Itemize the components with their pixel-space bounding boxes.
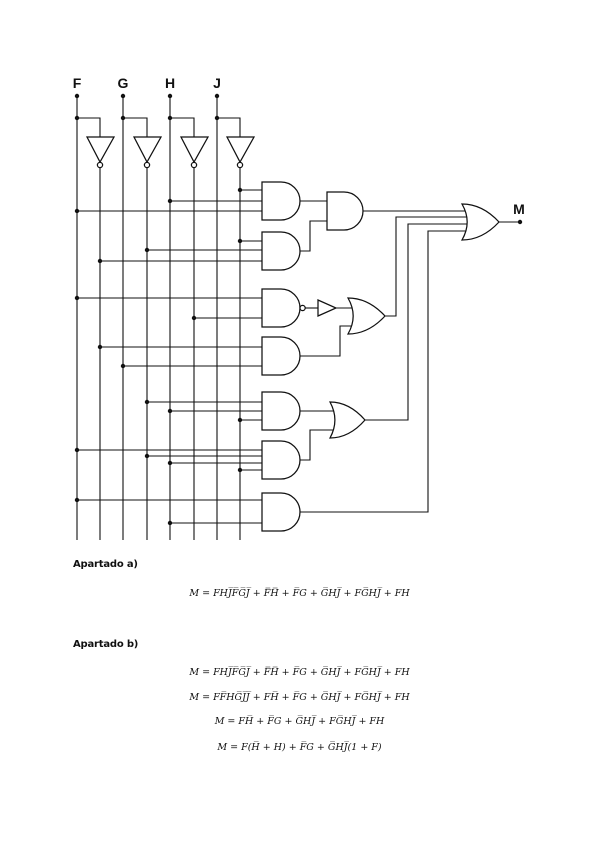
wire-branch-g [123, 117, 148, 137]
not-bubble-g [143, 161, 151, 169]
apartado-a-heading: Apartado a) [73, 559, 138, 570]
not-gate-f [85, 136, 116, 164]
input-terminal-j [214, 93, 220, 99]
equation-b-3: M = FH̅ + F̅G + G̅HJ̅ + FG̅HJ̅ + FH [214, 716, 385, 727]
input-label-f: F [73, 75, 82, 91]
apartado-b-heading: Apartado b) [73, 639, 139, 650]
gates-layer [85, 136, 500, 532]
wire-or1-out [385, 216, 470, 317]
junction-dot-and2-1 [237, 238, 243, 244]
or-gate-2 [328, 401, 366, 439]
junction-dot-and6-4 [237, 467, 243, 473]
junction-dot-and6-1 [74, 447, 80, 453]
and-gate-1 [261, 181, 301, 221]
and-gate-4 [261, 336, 301, 376]
input-label-h: H [165, 75, 175, 91]
not-bubble-j [236, 161, 244, 169]
and-gate-3 [261, 288, 301, 328]
wires-layer [76, 96, 520, 540]
wire-branch-h [170, 117, 195, 137]
wire-and2-out [300, 220, 327, 252]
junction-dot-f [74, 115, 80, 121]
wire-and7-out [300, 230, 470, 513]
junction-dot-h [167, 115, 173, 121]
wire-and6-out [300, 429, 338, 461]
junction-dot-g [120, 115, 126, 121]
junctions-layer [74, 93, 523, 526]
junction-dot-and5-3 [237, 417, 243, 423]
junction-dot-and7-1 [74, 497, 80, 503]
not-gate-h [179, 136, 210, 164]
input-terminal-g [120, 93, 126, 99]
junction-dot-and5-1 [144, 399, 150, 405]
wire-branch-f [77, 117, 101, 137]
junction-dot-and3-2 [191, 315, 197, 321]
and-gate-7 [261, 492, 301, 532]
junction-dot-and6-3 [167, 460, 173, 466]
input-terminal-f [74, 93, 80, 99]
junction-dot-and1-3 [74, 208, 80, 214]
junction-dot-and4-1 [97, 344, 103, 350]
and-gate-2 [261, 231, 301, 271]
junction-dot-j [214, 115, 220, 121]
junction-dot-and5-2 [167, 408, 173, 414]
junction-dot-and2-3 [97, 258, 103, 264]
junction-dot-and2-2 [144, 247, 150, 253]
junction-dot-and4-2 [120, 363, 126, 369]
or-gate-1 [346, 297, 386, 335]
input-label-j: J [213, 75, 221, 91]
or-gate-output [460, 203, 500, 241]
equation-a: M = FHJ̅F̅G̅J̅ + F̿H̿ + F̅G + G̅HJ̅ + FG… [189, 588, 410, 599]
equation-b-4: M = F(H̅ + H) + F̅G + G̅HJ̅(1 + F) [217, 742, 382, 753]
not-bubble-h [190, 161, 198, 169]
logic-circuit-diagram: F G H J M [73, 75, 525, 540]
and-gate-combine [326, 191, 364, 231]
output-terminal-m [517, 219, 523, 225]
not-gate-j [225, 136, 256, 164]
not-bubble-f [96, 161, 104, 169]
junction-dot-and7-2 [167, 520, 173, 526]
wire-and4-out [300, 325, 356, 357]
wire-branch-j [217, 117, 241, 137]
nand-bubble-3 [299, 304, 306, 312]
junction-dot-and1-2 [167, 198, 173, 204]
equation-b-1: M = FHJ̅F̅G̅J̅ + F̿H̿ + F̅G + G̅HJ̅ + FG… [189, 667, 410, 678]
junction-dot-and1-1 [237, 187, 243, 193]
not-gate-g [132, 136, 163, 164]
output-label-m: M [513, 201, 525, 217]
wire-or2-out [365, 223, 470, 421]
and-gate-6 [261, 440, 301, 480]
buffer-gate [317, 299, 338, 317]
junction-dot-and3-1 [74, 295, 80, 301]
equation-b-2: M = FF̅HG̅J̅J̅ + FH̅ + F̅G + G̅HJ̅ + FG̅… [189, 692, 410, 703]
and-gate-5 [261, 391, 301, 431]
input-terminal-h [167, 93, 173, 99]
input-label-g: G [118, 75, 129, 91]
junction-dot-and6-2 [144, 453, 150, 459]
